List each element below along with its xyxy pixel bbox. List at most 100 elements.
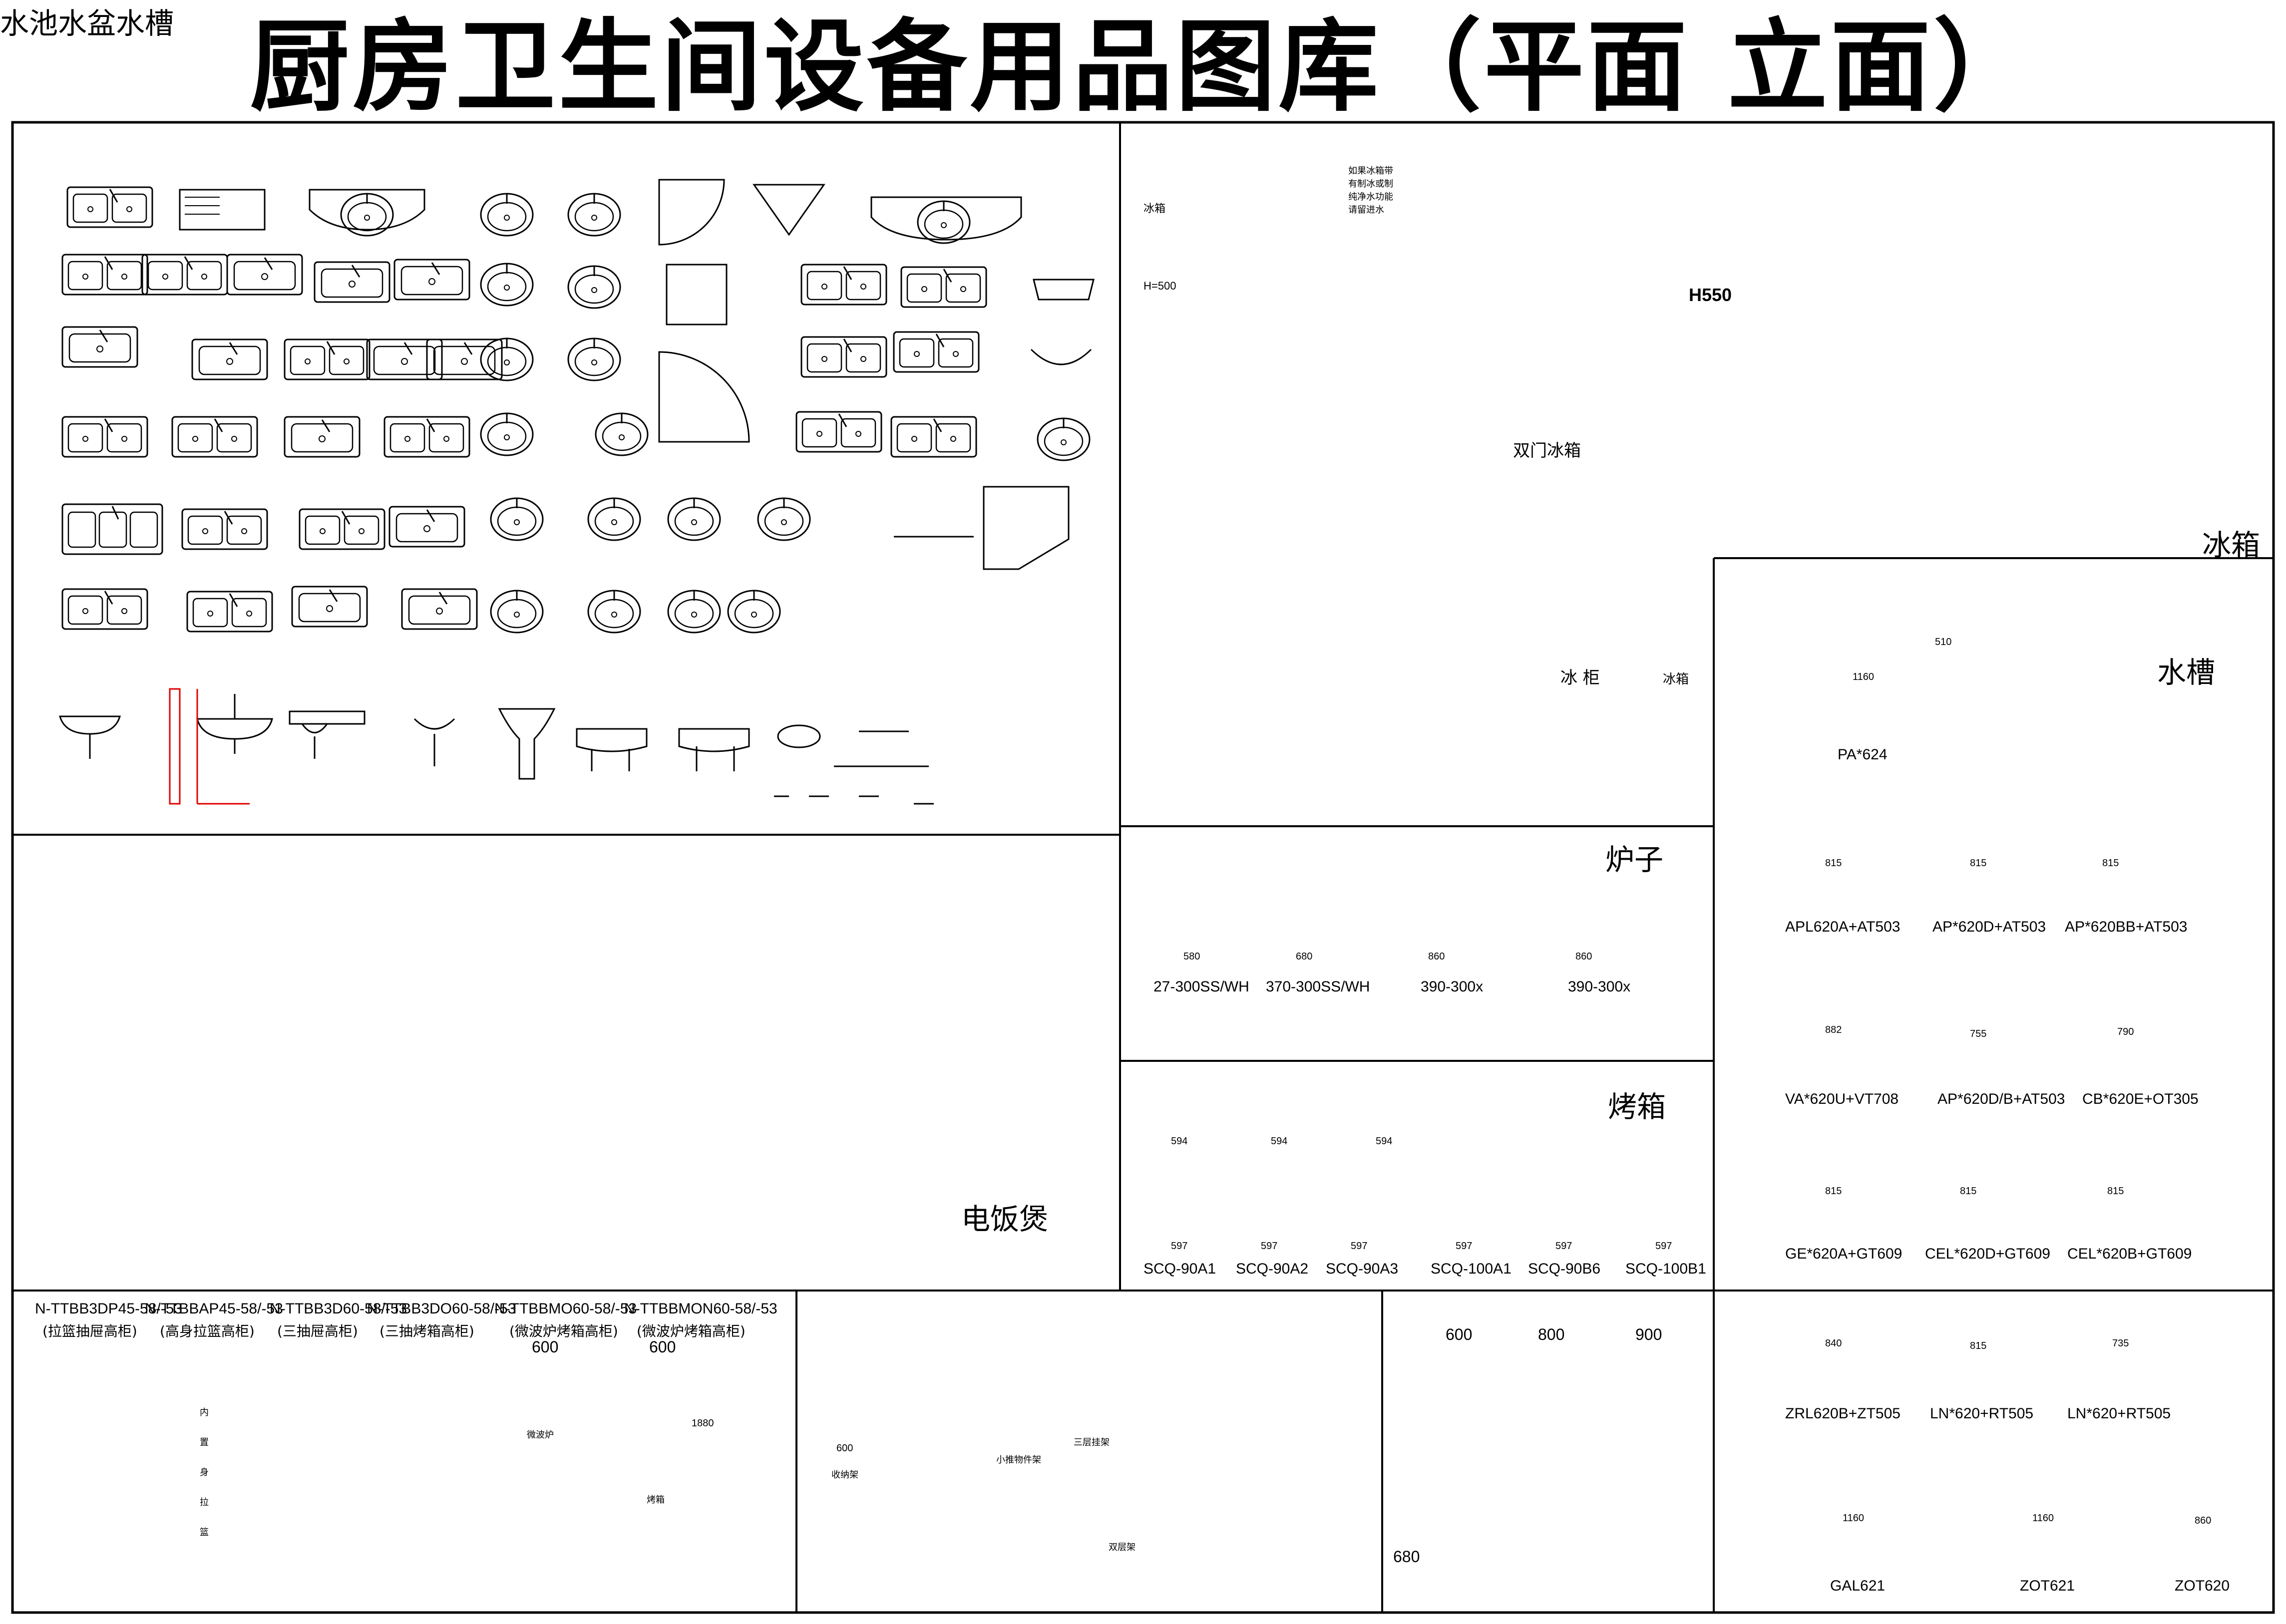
sink-model-label: LN*620+RT505 bbox=[2067, 1405, 2171, 1422]
sink-model-label: ZOT621 bbox=[2020, 1578, 2075, 1594]
sink-model-label: CEL*620D+GT609 bbox=[1925, 1246, 2050, 1262]
cabinet-code: N-TTBBAP45-58/-53 bbox=[145, 1300, 283, 1317]
oven-dim-w: 594 bbox=[1271, 1136, 1288, 1147]
cabinet-code: N-TTBBMO60-58/-53 bbox=[494, 1300, 637, 1317]
sink-dim-w: 815 bbox=[2107, 1186, 2124, 1197]
cabinet-code: N-TTBB3DP45-58/-53 bbox=[35, 1300, 183, 1317]
basket-tag: 内 bbox=[200, 1407, 209, 1418]
sink-model-label: LN*620+RT505 bbox=[1930, 1405, 2034, 1422]
sink-dim-w: 815 bbox=[1960, 1186, 1977, 1197]
sink-dim-w: 1160 bbox=[1843, 1513, 1865, 1524]
oven-dim-w: 597 bbox=[1351, 1241, 1368, 1252]
sink-dim-w: 860 bbox=[2195, 1515, 2212, 1526]
cabinet-name: (微波炉烤箱高柜) bbox=[509, 1323, 618, 1339]
sink-model-label: ZOT620 bbox=[2175, 1578, 2230, 1594]
rack-tag: 双层架 bbox=[1109, 1542, 1136, 1553]
stove-model-label: 27-300SS/WH bbox=[1153, 978, 1249, 995]
rack-dim: 600 bbox=[836, 1443, 853, 1454]
fridge-box-tag: 冰箱 bbox=[1663, 672, 1689, 687]
fridge-height-tag-550: H550 bbox=[1689, 285, 1732, 305]
hood-width: 800 bbox=[1538, 1325, 1565, 1343]
section-title-fridge: 冰箱 bbox=[2202, 528, 2261, 562]
sink-basin-symbols bbox=[59, 179, 1095, 805]
stove-model-label: 390-300x bbox=[1568, 978, 1631, 995]
fridge-tag: 冰箱 bbox=[1143, 203, 1166, 215]
sink-model-label: GAL621 bbox=[1830, 1578, 1886, 1594]
hood-height: 680 bbox=[1393, 1548, 1420, 1566]
hood-width: 900 bbox=[1635, 1325, 1662, 1343]
oven-dim-w: 597 bbox=[1261, 1241, 1278, 1252]
section-title-kitchen-sink: 水槽 bbox=[2157, 655, 2216, 689]
sink-dim-w: 790 bbox=[2117, 1026, 2134, 1037]
basket-tag: 拉 bbox=[200, 1497, 209, 1508]
sheet-frame bbox=[11, 121, 2275, 1614]
sink-model-label: PA*624 bbox=[1838, 746, 1888, 763]
cabinet-name: (微波炉烤箱高柜) bbox=[637, 1323, 746, 1339]
sink-dim-w: 840 bbox=[1825, 1338, 1842, 1349]
oven-dim-w: 597 bbox=[1456, 1241, 1473, 1252]
microwave-tag: 微波炉 bbox=[527, 1430, 554, 1440]
rack-tag: 小推物件架 bbox=[996, 1455, 1041, 1465]
basket-tag: 身 bbox=[200, 1467, 209, 1478]
stove-dim-w: 580 bbox=[1183, 951, 1200, 962]
rack-tag: 收纳架 bbox=[831, 1470, 858, 1480]
section-title-rice-cooker: 电饭煲 bbox=[961, 1202, 1049, 1236]
sink-dim-w: 815 bbox=[2102, 858, 2119, 869]
sink-dim-w: 815 bbox=[1825, 858, 1842, 869]
oven-model-label: SCQ-100A1 bbox=[1431, 1261, 1512, 1277]
rack-tag: 三层挂架 bbox=[1074, 1437, 1110, 1448]
sink-model-label: CB*620E+OT305 bbox=[2082, 1091, 2199, 1107]
sink-dim-w: 882 bbox=[1825, 1024, 1842, 1035]
stove-dim-w: 860 bbox=[1575, 951, 1592, 962]
sink-model-label: GE*620A+GT609 bbox=[1785, 1246, 1903, 1262]
section-title-oven: 烤箱 bbox=[1608, 1090, 1666, 1124]
sink-dim-w: 1160 bbox=[2032, 1513, 2054, 1524]
section-title-stove: 炉子 bbox=[1605, 843, 1664, 877]
cabinet-dim-width: 600 bbox=[649, 1338, 676, 1356]
sink-dim-h: 510 bbox=[1935, 637, 1952, 648]
cabinet-name: (三抽屉高柜) bbox=[277, 1323, 358, 1339]
oven-model-label: SCQ-90A3 bbox=[1326, 1261, 1399, 1277]
fridge-height-tag: H=500 bbox=[1143, 280, 1176, 292]
sink-model-label: ZRL620B+ZT505 bbox=[1785, 1405, 1901, 1422]
page-title: 厨房卫生间设备用品图库（平面 立面） bbox=[250, 9, 2036, 125]
sink-dim-w: 1160 bbox=[1853, 671, 1875, 682]
sink-dim-w: 815 bbox=[1970, 1340, 1987, 1351]
oven-dim-w: 597 bbox=[1655, 1241, 1672, 1252]
fridge-water-note: 如果冰箱带有制冰或制纯净水功能请留进水 bbox=[1348, 166, 1393, 215]
cabinet-code: N-TTBBMON60-58/-53 bbox=[624, 1300, 777, 1317]
stove-model-label: 390-300x bbox=[1421, 978, 1484, 995]
cabinet-name: (高身拉篮高柜) bbox=[160, 1323, 255, 1339]
stove-model-label: 370-300SS/WH bbox=[1266, 978, 1370, 995]
sink-model-label: AP*620D/B+AT503 bbox=[1937, 1091, 2065, 1107]
oven-model-label: SCQ-90B6 bbox=[1528, 1261, 1601, 1277]
sink-model-label: VA*620U+VT708 bbox=[1785, 1091, 1899, 1107]
basket-tag: 篮 bbox=[200, 1527, 209, 1538]
sink-model-label: APL620A+AT503 bbox=[1785, 919, 1901, 935]
sink-model-label: AP*620D+AT503 bbox=[1932, 919, 2046, 935]
basket-tag: 置 bbox=[200, 1437, 209, 1448]
cabinet-name: (拉篮抽屉高柜) bbox=[42, 1323, 137, 1339]
sink-dim-w: 815 bbox=[1825, 1186, 1842, 1197]
oven-model-label: SCQ-90A2 bbox=[1236, 1261, 1309, 1277]
section-title-sinks: 水池水盆水槽 bbox=[0, 6, 174, 40]
oven-model-label: SCQ-100B1 bbox=[1625, 1261, 1706, 1277]
cabinet-dim-width: 600 bbox=[532, 1338, 559, 1356]
oven-dim-w: 597 bbox=[1555, 1241, 1572, 1252]
sink-model-label: AP*620BB+AT503 bbox=[2065, 919, 2188, 935]
sink-model-label: CEL*620B+GT609 bbox=[2067, 1246, 2192, 1262]
stove-dim-w: 860 bbox=[1428, 951, 1445, 962]
oven-model-label: SCQ-90A1 bbox=[1143, 1261, 1216, 1277]
cabinet-name: (三抽烤箱高柜) bbox=[380, 1323, 474, 1339]
stove-dim-w: 680 bbox=[1296, 951, 1313, 962]
oven-dim-w: 597 bbox=[1171, 1241, 1188, 1252]
oven-slot-tag: 烤箱 bbox=[647, 1495, 665, 1505]
oven-dim-w: 594 bbox=[1171, 1136, 1188, 1147]
cabinet-code: N-TTBB3D60-58/-53 bbox=[270, 1300, 407, 1317]
hood-width: 600 bbox=[1446, 1325, 1473, 1343]
cabinet-dim-height: 1880 bbox=[692, 1418, 714, 1429]
sink-dim-w: 735 bbox=[2112, 1338, 2129, 1349]
sink-dim-w: 815 bbox=[1970, 858, 1987, 869]
cabinet-code: N-TTBB3DO60-58/-53 bbox=[367, 1300, 516, 1317]
